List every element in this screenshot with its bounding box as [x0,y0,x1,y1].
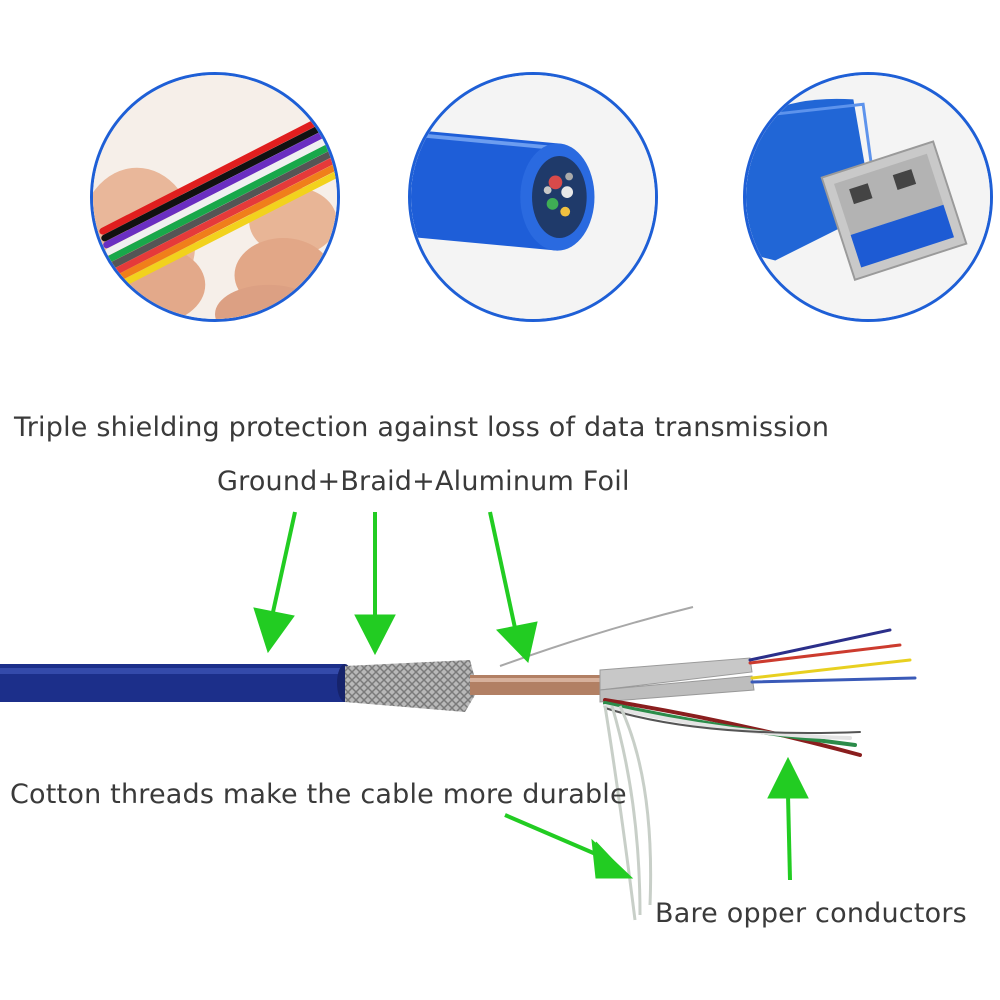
arrow-ground [253,511,297,654]
shield-layers-label: Ground+Braid+Aluminum Foil [217,466,630,497]
arrow-foil [488,511,538,664]
braid-shield [345,660,478,712]
arrow-braid [354,512,396,656]
usb-connector-photo [743,72,993,322]
bare-conductors-label: Bare opper conductors [655,898,967,929]
cable-cross-section-photo [408,72,658,322]
arrow-cotton [504,813,634,879]
arrow-conductors [767,756,809,881]
cotton-threads-label: Cotton threads make the cable more durab… [10,779,627,810]
title-label: Triple shielding protection against loss… [14,412,830,443]
